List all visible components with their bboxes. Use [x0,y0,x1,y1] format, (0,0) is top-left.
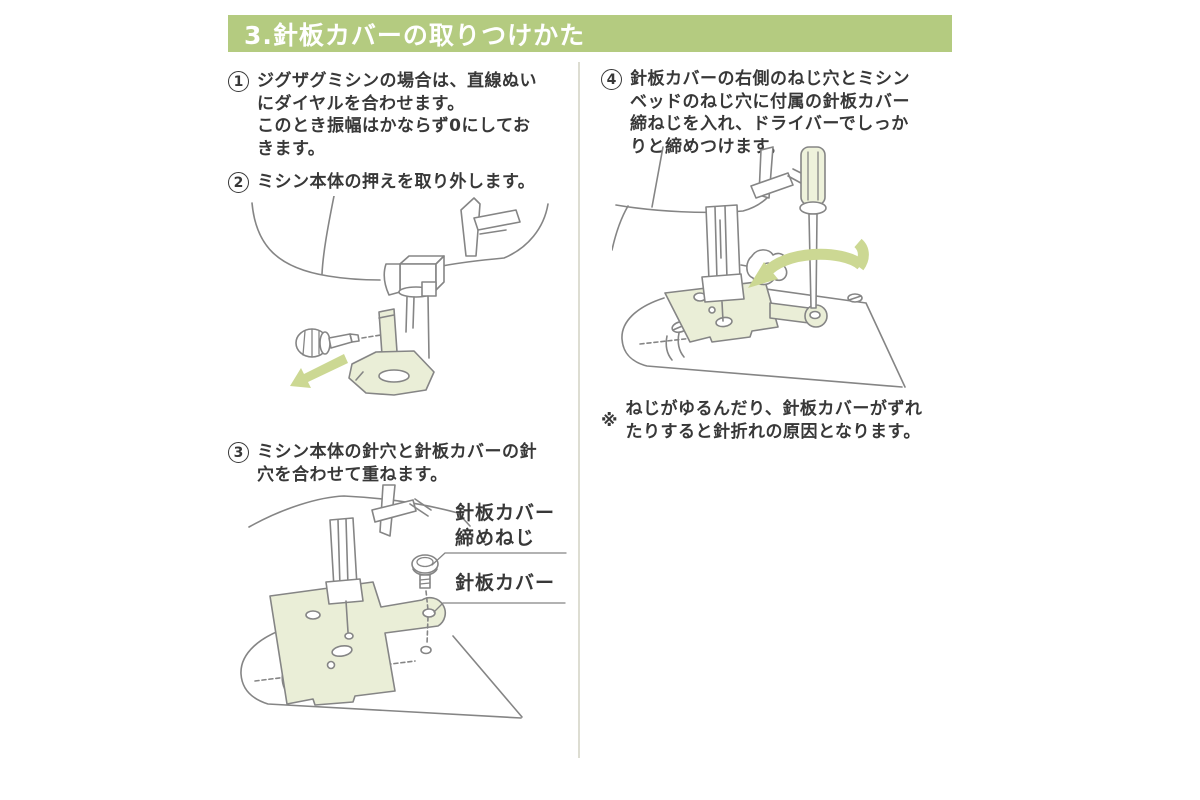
section-header: 3.針板カバーの取りつけかた [228,15,952,52]
label-leader-cover [433,602,566,613]
note-marker: ※ [601,411,618,431]
screwdriver-handle [800,146,826,206]
screwdriver-shaft [808,213,818,309]
label-cover-screw: 針板カバー 締めねじ [455,502,556,549]
step-3-text: ミシン本体の針穴と針板カバーの針 穴を合わせて重ねます。 [257,442,537,485]
step-2-text: ミシン本体の押えを取り外します。 [257,172,536,192]
note-text: ねじがゆるんだり、針板カバーがずれ たりすると針折れの原因となります。 [625,399,923,442]
label-leader-screw [431,552,567,566]
section-title: 3.針板カバーの取りつけかた [244,20,586,50]
step-4-text: 針板カバーの右側のねじ穴とミシン ベッドのねじ穴に付属の針板カバー 締ねじを入れ… [630,69,910,157]
rotation-arrow-icon [760,248,865,278]
step-1-number: 1 [228,71,249,92]
step-1: 1 ジグザグミシンの場合は、直線ぬい にダイヤルを合わせます。 このとき振幅はか… [228,70,573,160]
caution-note: ※ ねじがゆるんだり、針板カバーがずれ たりすると針折れの原因となります。 [601,398,981,443]
figure-cover-alignment [240,484,567,719]
step-4-number: 4 [601,69,622,90]
step-4: 4 針板カバーの右側のねじ穴とミシン ベッドのねじ穴に付属の針板カバー 締ねじを… [601,68,971,158]
step-2: 2 ミシン本体の押えを取り外します。 [228,171,573,194]
removal-arrow-icon [290,354,348,388]
figure-screw-tightening [612,146,906,388]
figure-presser-foot-removal [251,196,549,396]
step-3: 3 ミシン本体の針穴と針板カバーの針 穴を合わせて重ねます。 [228,441,573,486]
label-cover: 針板カバー [455,572,556,594]
step-1-text: ジグザグミシンの場合は、直線ぬい にダイヤルを合わせます。 このとき振幅はかなら… [257,71,537,159]
step-2-number: 2 [228,172,249,193]
step-3-number: 3 [228,442,249,463]
column-divider [578,62,580,758]
